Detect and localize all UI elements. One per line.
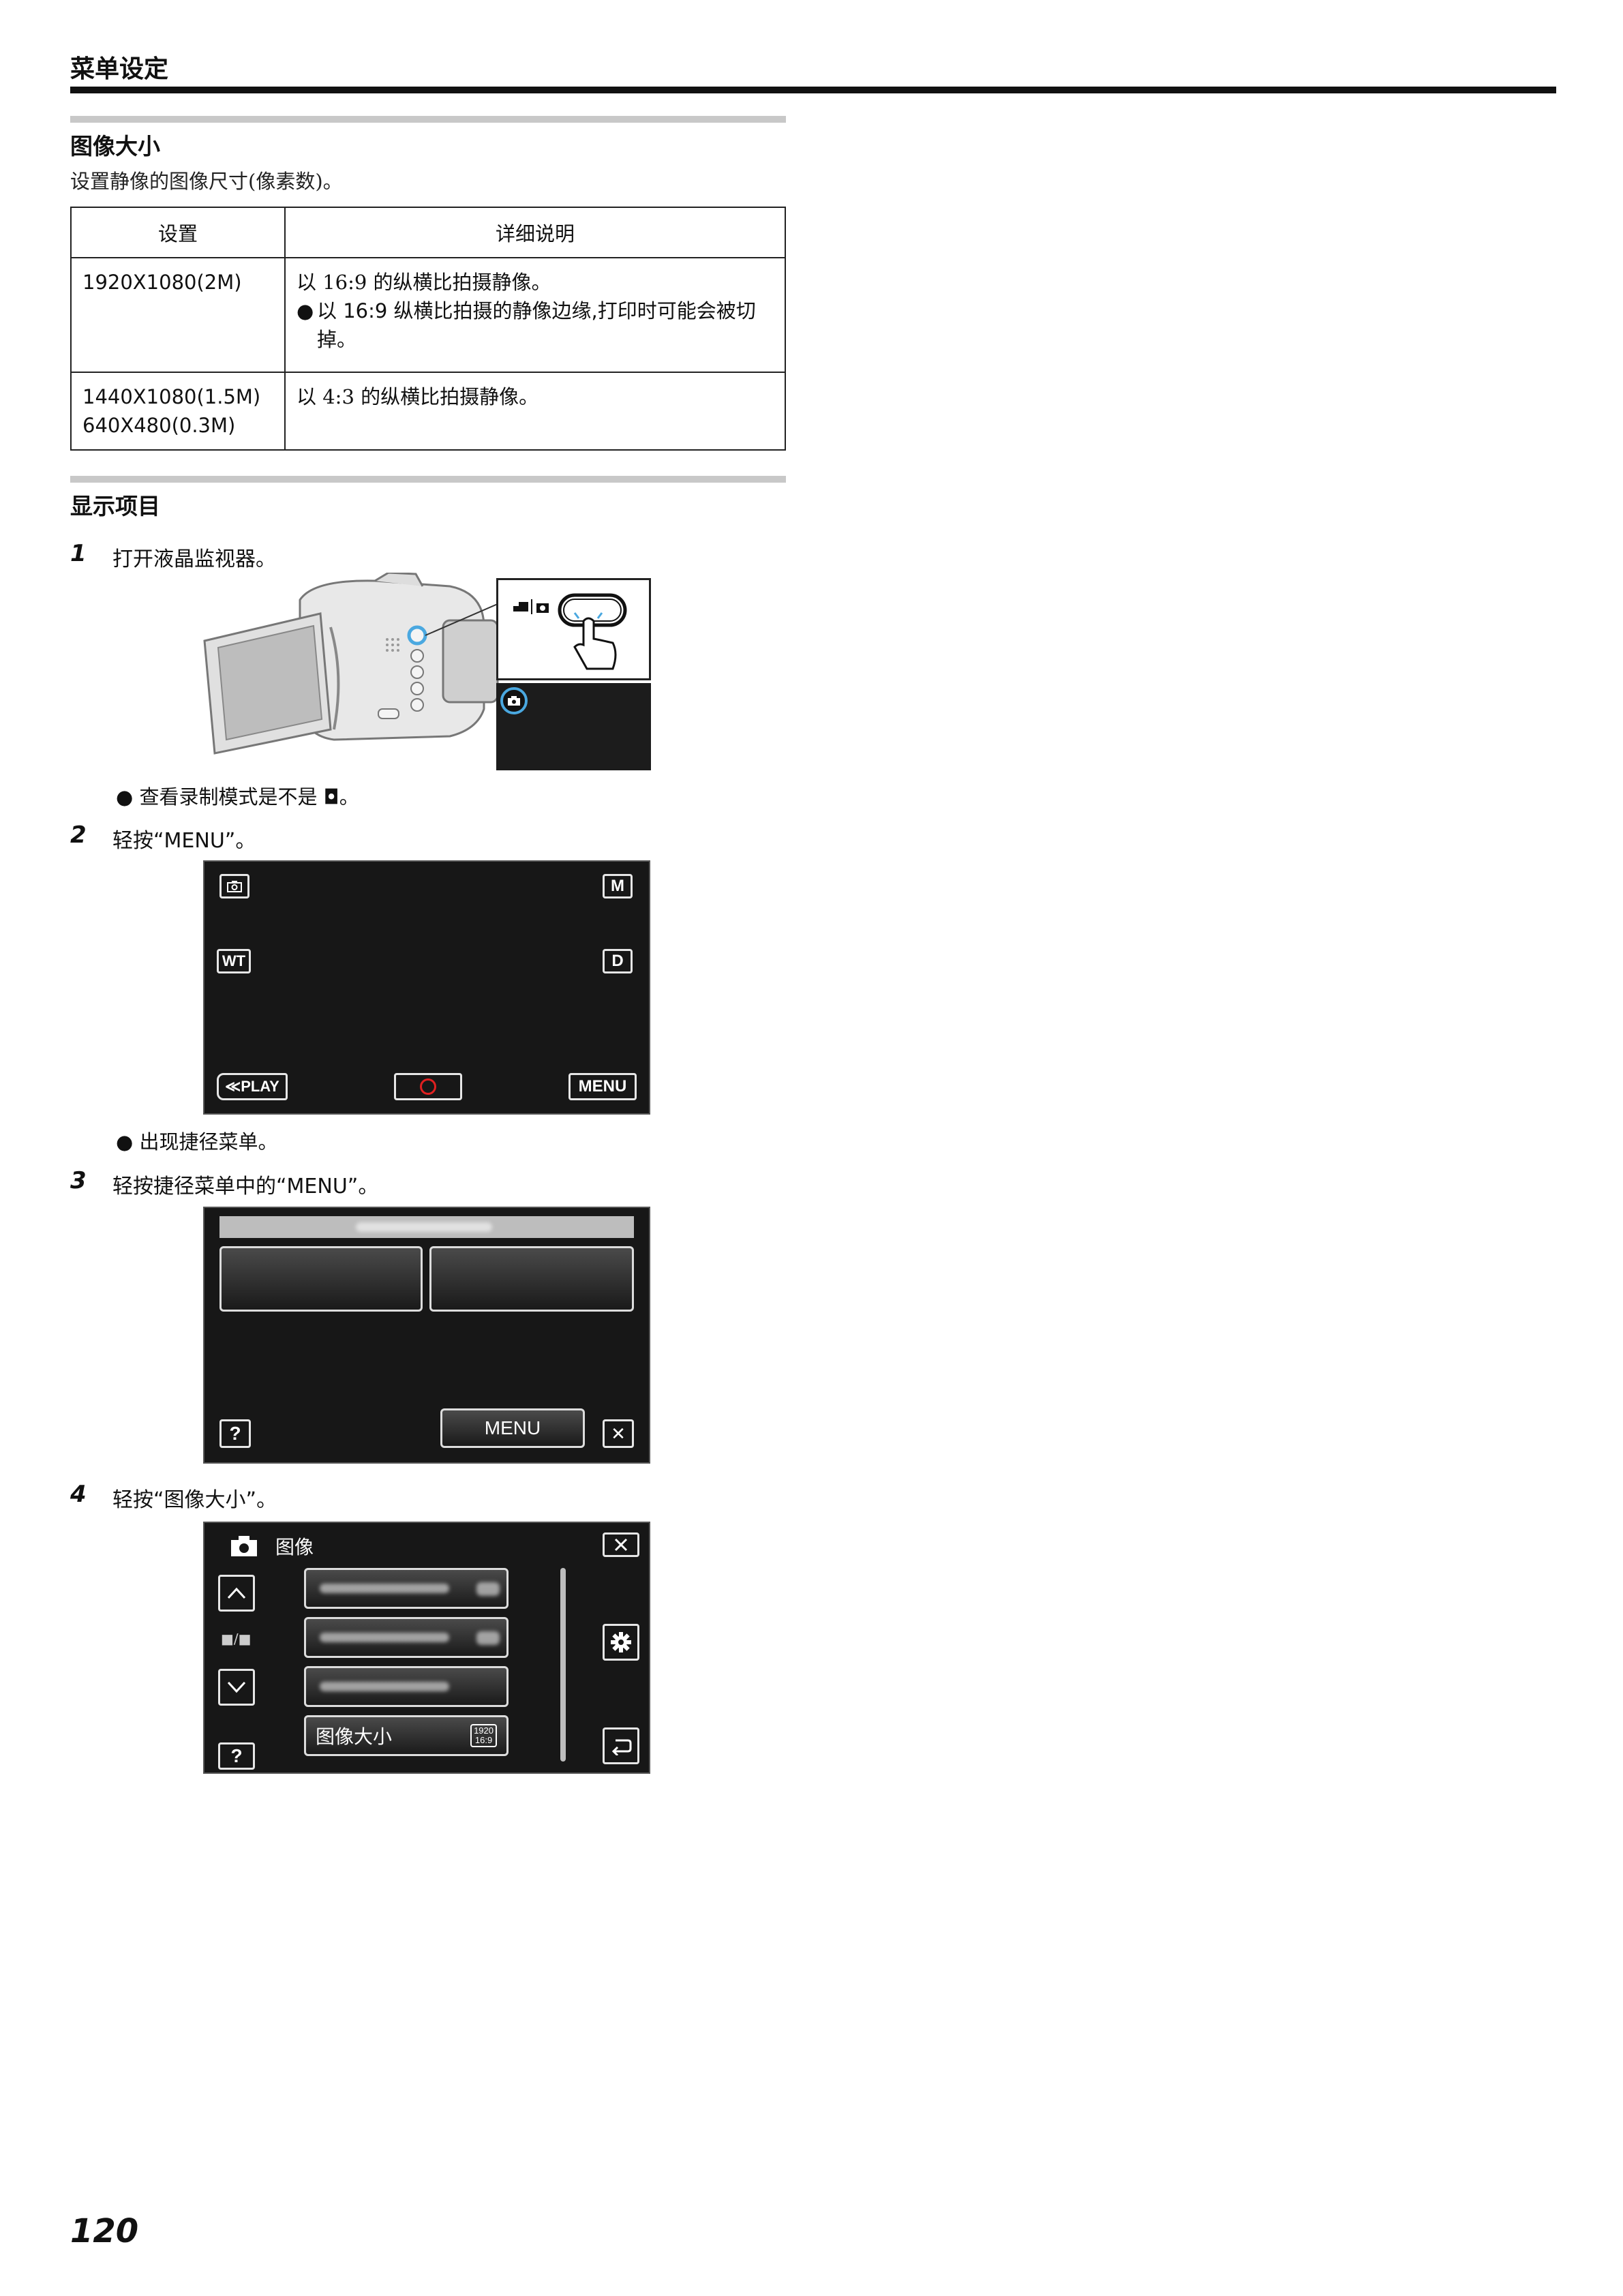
record-icon	[420, 1078, 436, 1095]
mode-indicator-screen	[496, 683, 651, 770]
menu-item-1[interactable]	[304, 1568, 509, 1609]
menu-item-label: 图像大小	[316, 1725, 393, 1748]
table-header-detail: 详细说明	[284, 207, 786, 258]
help-button[interactable]: ?	[218, 1742, 255, 1770]
menu-title: 图像	[275, 1536, 314, 1558]
page-number: 120	[70, 2212, 139, 2250]
step-number: 1	[70, 540, 87, 567]
down-arrow-icon[interactable]	[218, 1669, 255, 1706]
table-cell-setting: 1440X1080(1.5M) 640X480(0.3M)	[70, 372, 286, 451]
camera-mode-icon[interactable]	[219, 874, 249, 898]
table-cell-detail: 以 16:9 的纵横比拍摄静像。 ● 以 16:9 纵横比拍摄的静像边缘,打印时…	[284, 257, 786, 373]
table-cell-detail: 以 4:3 的纵横比拍摄静像。	[284, 372, 786, 451]
blurred-title	[356, 1222, 492, 1232]
step-text: 轻按“MENU”。	[112, 829, 256, 853]
detail-text: 以 16:9 的纵横比拍摄静像。	[297, 271, 551, 294]
step-number: 4	[70, 1481, 87, 1508]
detail-note: ● 以 16:9 纵横比拍摄的静像边缘,打印时可能会被切掉。	[297, 297, 774, 354]
scrollbar[interactable]	[560, 1568, 566, 1762]
step-note: ● 查看录制模式是不是 ◘。	[116, 785, 359, 809]
step-text: 轻按捷径菜单中的“MENU”。	[112, 1175, 379, 1198]
play-button[interactable]: ≪PLAY	[217, 1073, 288, 1100]
page-header-title: 菜单设定	[70, 55, 169, 83]
menu-item-2[interactable]	[304, 1617, 509, 1658]
menu-item-3[interactable]	[304, 1666, 509, 1707]
up-arrow-icon[interactable]	[218, 1575, 255, 1612]
table-row: 1920X1080(2M) 以 16:9 的纵横比拍摄静像。 ● 以 16:9 …	[70, 257, 786, 373]
help-button[interactable]: ?	[219, 1419, 251, 1448]
camera-screen-step2: M WT D ≪PLAY MENU	[203, 860, 650, 1115]
step-note: ● 出现捷径菜单。	[116, 1130, 278, 1153]
step-number: 3	[70, 1167, 87, 1194]
section-title-display-items: 显示项目	[70, 493, 160, 519]
section-title-image-size: 图像大小	[70, 133, 160, 160]
shortcut-button-1[interactable]	[219, 1246, 423, 1312]
zoom-wt-button[interactable]: WT	[217, 949, 251, 973]
page-indicator: ■/■	[221, 1631, 252, 1647]
d-button[interactable]: D	[603, 949, 633, 973]
menu-button[interactable]: MENU	[440, 1408, 585, 1448]
section-description: 设置静像的图像尺寸(像素数)。	[70, 170, 343, 193]
shortcut-button-2[interactable]	[429, 1246, 634, 1312]
record-button[interactable]	[394, 1073, 462, 1100]
menu-button[interactable]: MENU	[568, 1073, 637, 1100]
bullet-icon: ●	[116, 785, 140, 809]
table-row: 1440X1080(1.5M) 640X480(0.3M) 以 4:3 的纵横比…	[70, 372, 786, 451]
close-icon[interactable]: ✕	[603, 1419, 634, 1448]
step-text: 轻按“图像大小”。	[112, 1488, 277, 1512]
camcorder-illustration	[198, 571, 654, 777]
step-number: 2	[70, 821, 87, 849]
mode-button-callout	[496, 578, 651, 680]
bullet-icon: ●	[116, 1130, 140, 1153]
camera-mode-icon	[500, 687, 528, 714]
header-rule	[70, 87, 1556, 93]
gear-icon[interactable]	[603, 1624, 639, 1661]
shortcut-menu-screen: ? MENU ✕	[203, 1207, 650, 1464]
section-rule	[70, 476, 786, 483]
bullet-icon: ●	[297, 299, 314, 322]
step-text: 打开液晶监视器。	[112, 547, 276, 571]
close-icon[interactable]	[603, 1532, 639, 1557]
table-header-setting: 设置	[70, 207, 286, 258]
m-button[interactable]: M	[603, 874, 633, 898]
shortcut-menu-title-bar	[219, 1216, 634, 1238]
back-icon[interactable]	[603, 1727, 639, 1764]
table-cell-setting: 1920X1080(2M)	[70, 257, 286, 373]
camera-icon	[230, 1535, 258, 1560]
image-size-table: 设置 详细说明 1920X1080(2M) 以 16:9 的纵横比拍摄静像。 ●…	[70, 207, 786, 451]
section-rule	[70, 116, 786, 123]
